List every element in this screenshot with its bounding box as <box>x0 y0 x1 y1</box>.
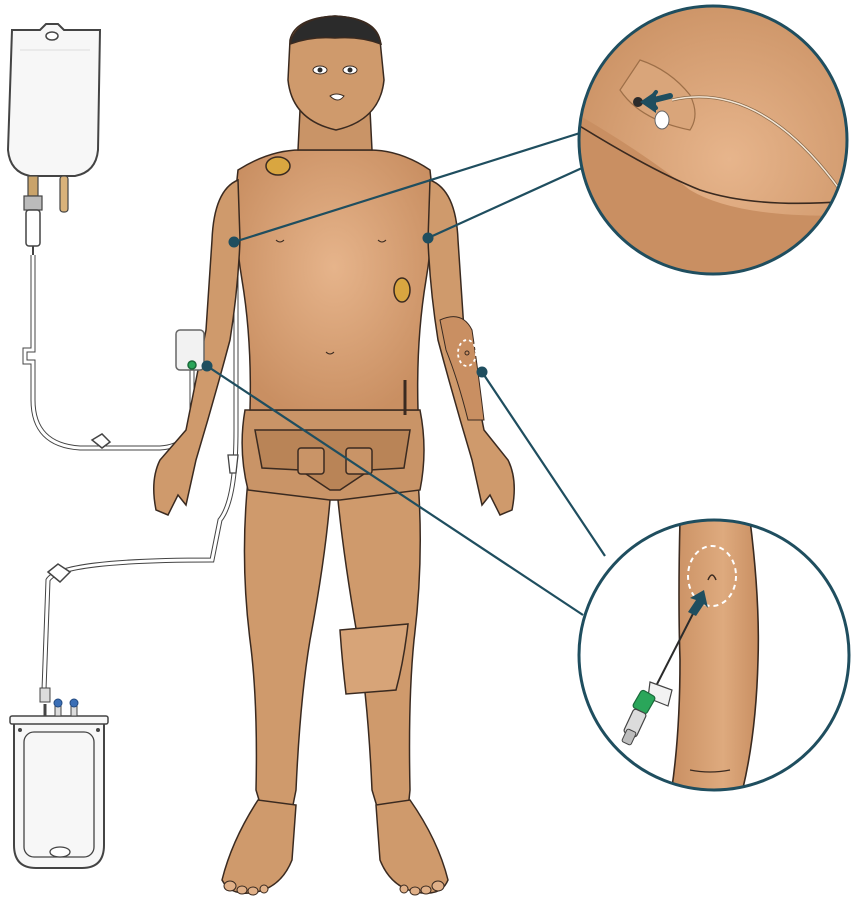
abdomen-port <box>394 278 410 302</box>
left-foot <box>222 800 296 893</box>
upper-arm-port-detail <box>570 0 854 290</box>
iv-tubing <box>25 255 192 448</box>
manikin <box>154 16 515 895</box>
iv-bag <box>8 24 100 255</box>
left-leg <box>244 480 330 810</box>
forearm-iv-site-detail <box>579 520 849 800</box>
right-foot <box>376 800 448 893</box>
shoulder-port <box>266 157 290 175</box>
